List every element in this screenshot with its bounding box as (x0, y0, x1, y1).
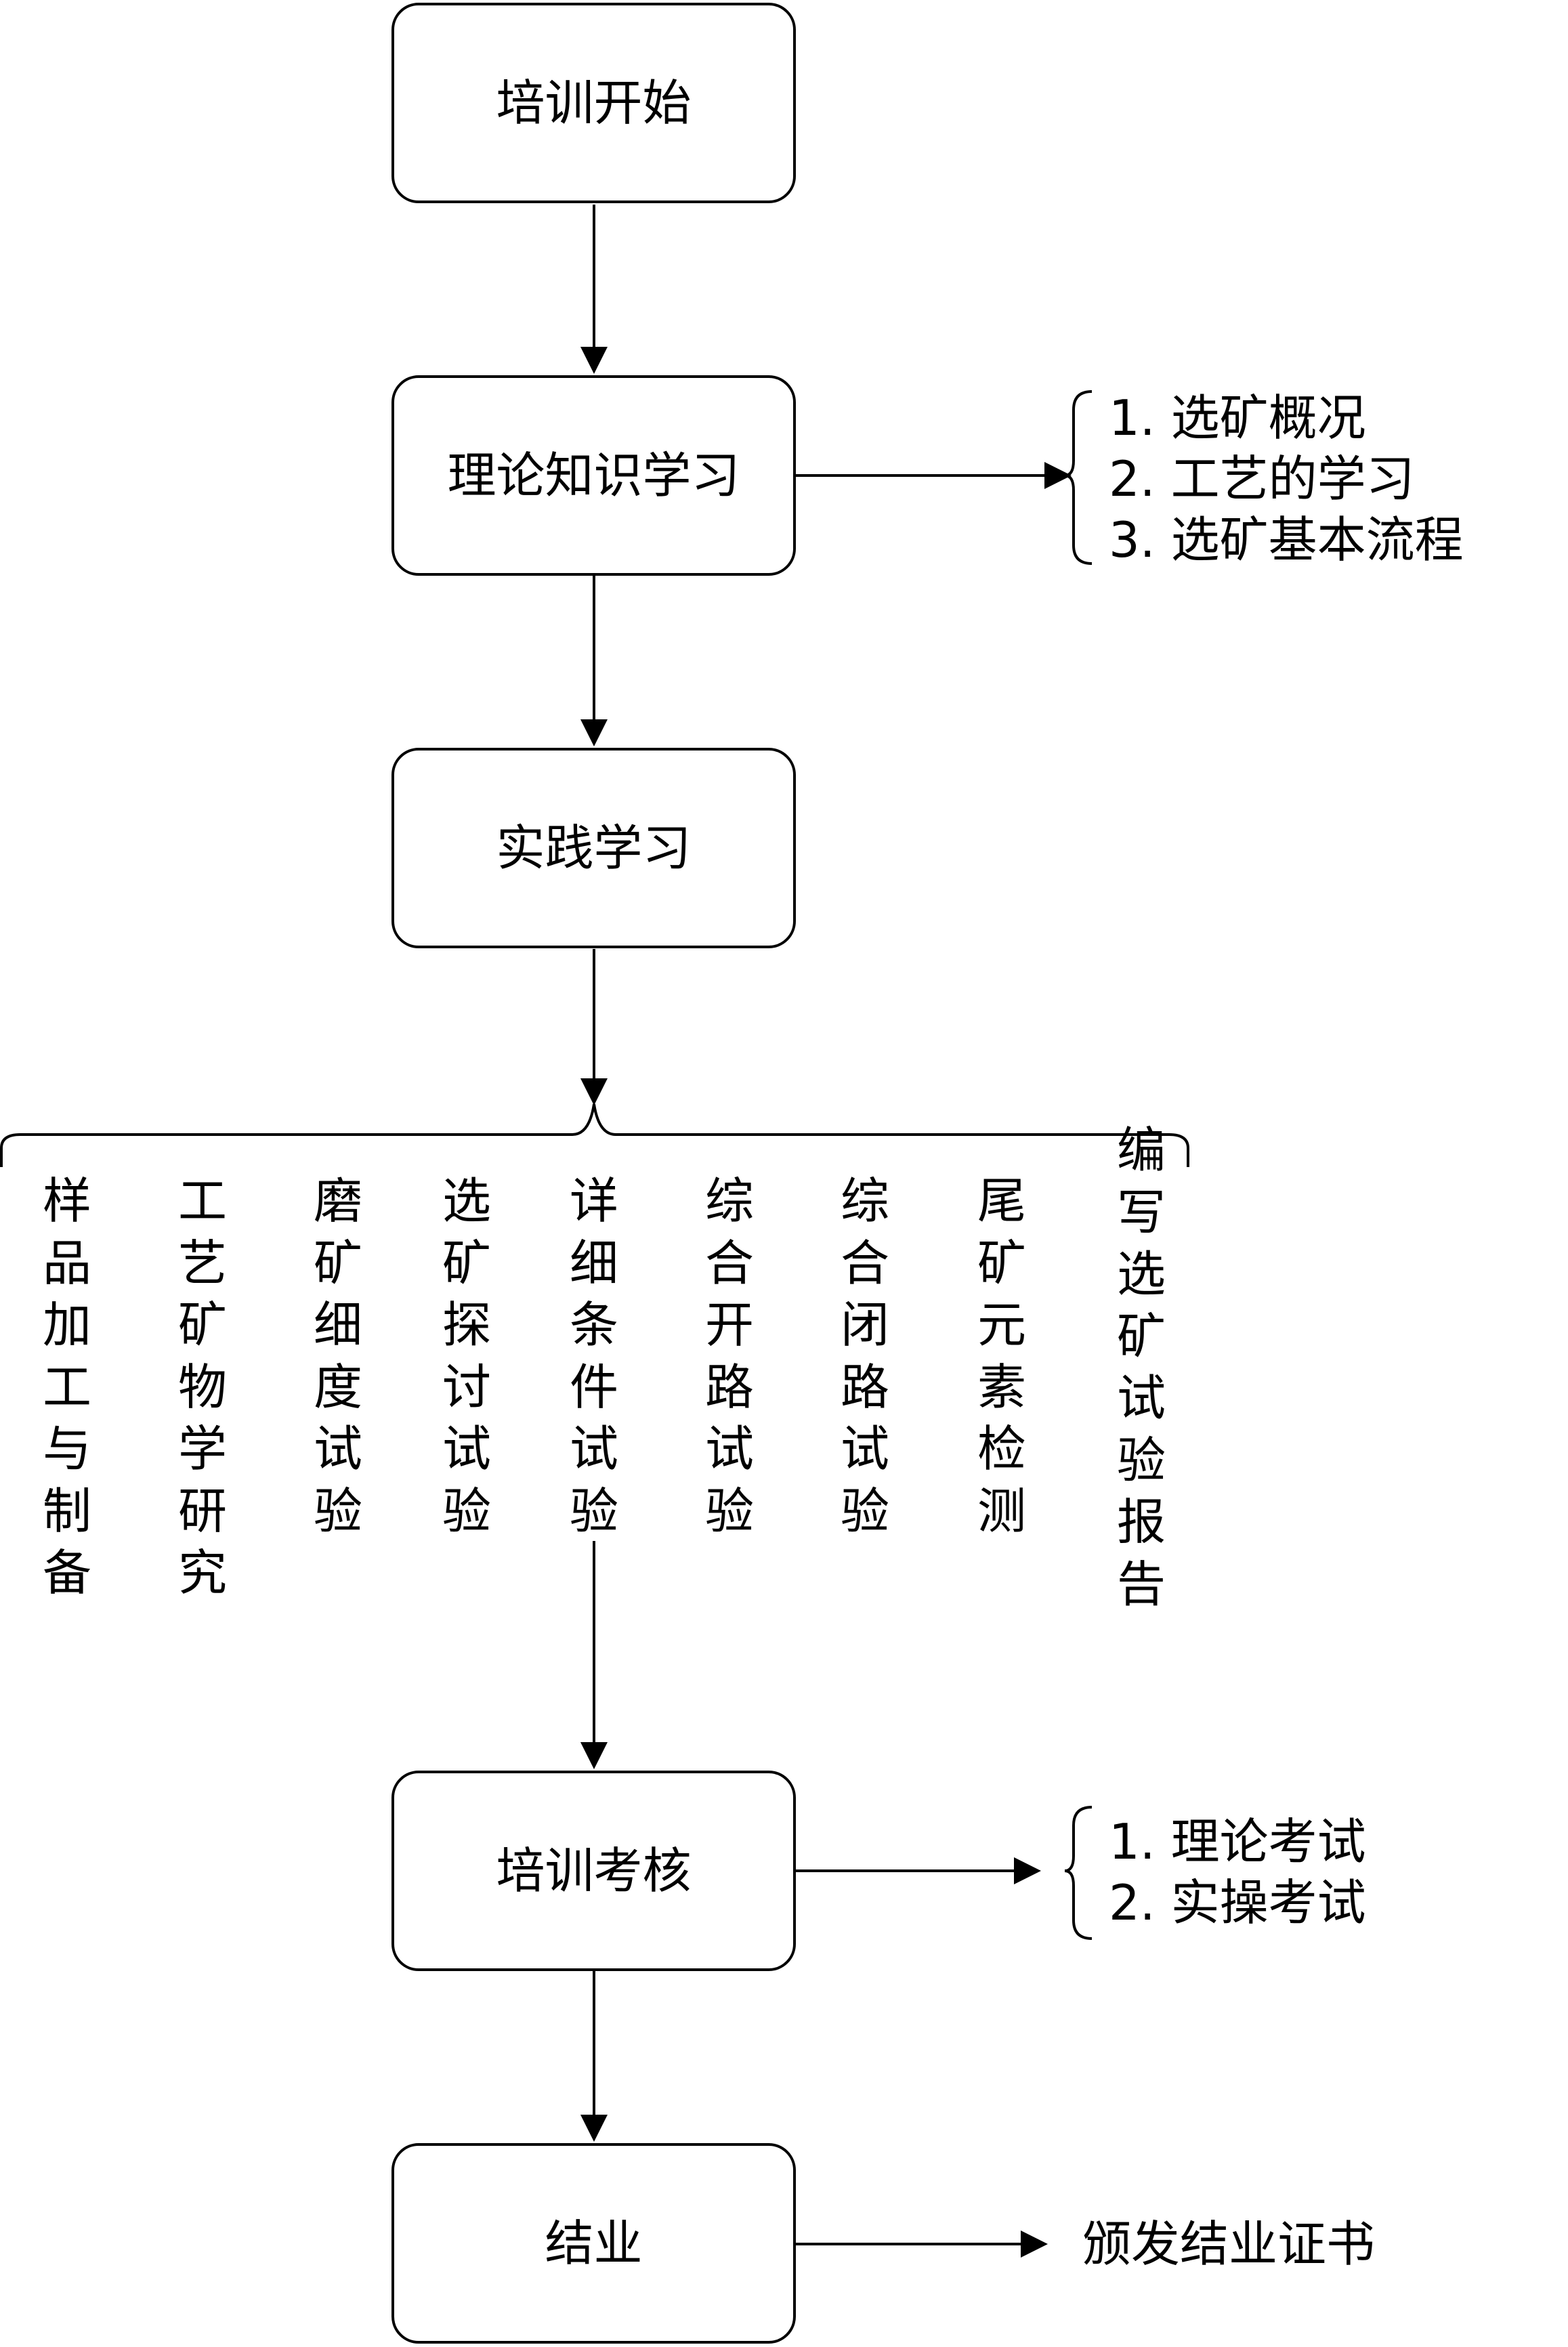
assessment-items-brace (1064, 1806, 1093, 1940)
practice-topic-column: 综合开路试验 (704, 1172, 754, 1540)
graduation-certificate-label: 颁发结业证书 (1082, 2216, 1376, 2272)
theory-topics-brace (1064, 390, 1093, 565)
practice-topic-column: 编写选矿试验报告 (1116, 1122, 1166, 1613)
practice-topic-column: 综合闭路试验 (840, 1172, 889, 1540)
node-training-assessment: 培训考核 (391, 1771, 796, 1971)
practice-topic-column: 选矿探讨试验 (442, 1172, 491, 1540)
theory-topics-list: 1. 选矿概况 2. 工艺的学习 3. 选矿基本流程 (1109, 387, 1464, 570)
node-practice-learning-label: 实践学习 (496, 820, 692, 876)
theory-topic-item: 3. 选矿基本流程 (1109, 511, 1464, 568)
practice-topic-column: 尾矿元素检测 (977, 1172, 1026, 1540)
node-graduation-label: 结业 (545, 2215, 643, 2272)
node-theory-learning: 理论知识学习 (391, 375, 796, 576)
theory-topic-item: 1. 选矿概况 (1109, 389, 1366, 446)
practice-topic-column: 磨矿细度试验 (313, 1172, 362, 1540)
node-graduation: 结业 (391, 2143, 796, 2344)
assessment-item: 1. 理论考试 (1109, 1813, 1366, 1870)
node-training-start: 培训开始 (391, 3, 796, 203)
assessment-item: 2. 实操考试 (1109, 1874, 1366, 1931)
node-training-assessment-label: 培训考核 (496, 1842, 692, 1899)
practice-topic-column: 样品加工与制备 (42, 1172, 91, 1601)
practice-topics-brace (0, 1103, 1189, 1167)
practice-topic-column: 详细条件试验 (569, 1172, 618, 1540)
practice-topic-column: 工艺矿物学研究 (177, 1172, 227, 1601)
assessment-items-list: 1. 理论考试 2. 实操考试 (1109, 1811, 1366, 1933)
theory-topic-item: 2. 工艺的学习 (1109, 450, 1415, 507)
node-practice-learning: 实践学习 (391, 748, 796, 948)
node-theory-learning-label: 理论知识学习 (447, 447, 740, 504)
node-training-start-label: 培训开始 (496, 75, 692, 131)
